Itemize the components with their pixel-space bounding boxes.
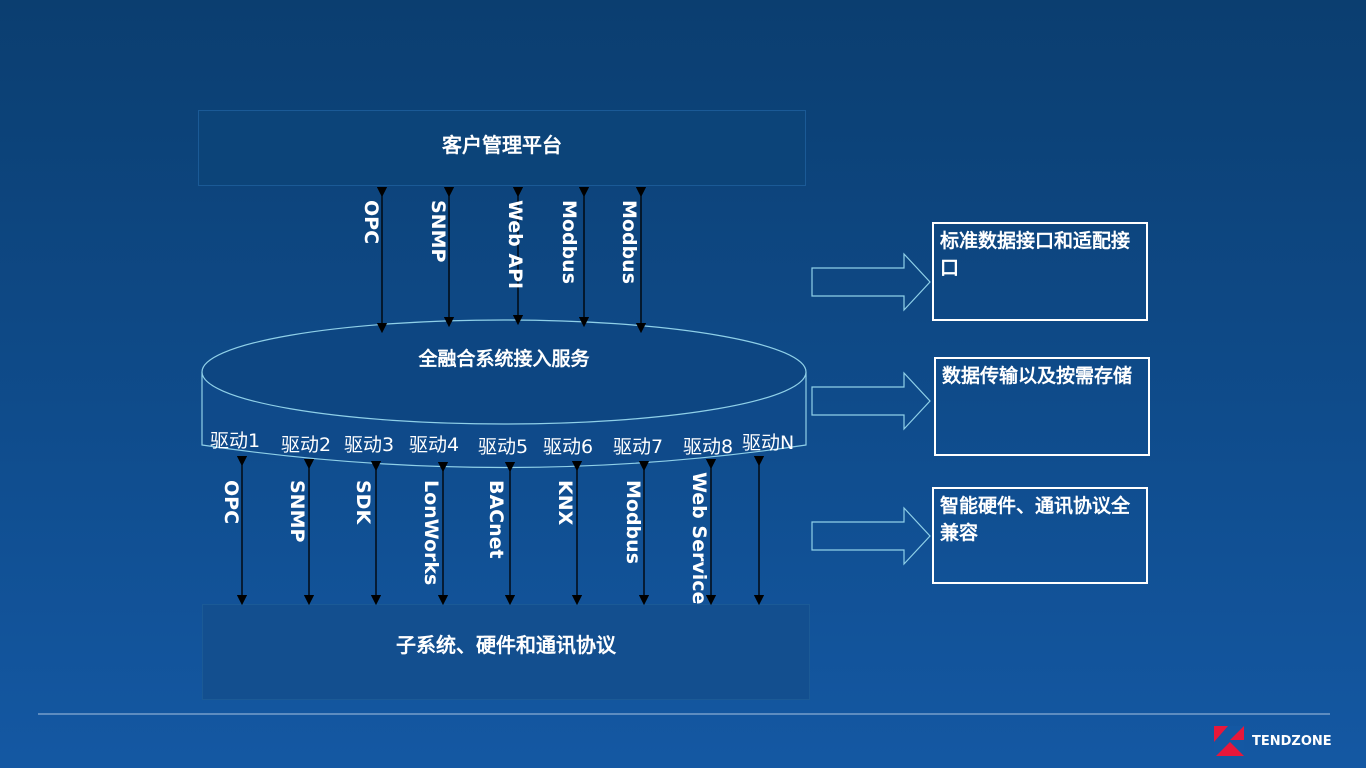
- right-arrow-3: [811, 506, 931, 566]
- top-protocol-label: Web API: [504, 200, 526, 290]
- bottom-box-title: 子系统、硬件和通讯协议: [396, 633, 616, 657]
- feature-text: 智能硬件、通讯协议全兼容: [940, 495, 1131, 544]
- bottom-protocol-label: Modbus: [622, 480, 644, 564]
- footer-divider: [38, 713, 1330, 715]
- feature-text: 标准数据接口和适配接口: [940, 230, 1131, 279]
- driver-label: 驱动3: [344, 434, 395, 456]
- bottom-protocol-label: Web Service: [688, 472, 710, 605]
- right-arrow-2: [811, 371, 931, 431]
- right-arrow-1: [811, 252, 931, 312]
- top-protocol-label: Modbus: [618, 200, 640, 284]
- bottom-protocol-label: KNX: [554, 480, 576, 526]
- access-service-title: 全融合系统接入服务: [418, 348, 590, 370]
- top-protocol-label: SNMP: [427, 200, 449, 263]
- top-box-title: 客户管理平台: [442, 133, 562, 157]
- cylinder-top: [201, 319, 807, 425]
- subsystems-box: 子系统、硬件和通讯协议: [202, 604, 810, 700]
- logo-text: TENDZONE: [1252, 733, 1332, 749]
- driver-label: 驱动8: [683, 436, 734, 458]
- driver-label: 驱动2: [281, 434, 332, 456]
- driver-label: 驱动7: [613, 436, 664, 458]
- driver-label: 驱动4: [409, 434, 460, 456]
- feature-text: 数据传输以及按需存储: [942, 365, 1133, 387]
- top-protocol-label: Modbus: [558, 200, 580, 284]
- driver-label: 驱动N: [742, 432, 795, 454]
- tendzone-logo: TENDZONE: [1214, 726, 1332, 756]
- feature-box: 数据传输以及按需存储: [934, 357, 1150, 456]
- top-protocol-label: OPC: [360, 200, 382, 245]
- driver-label: 驱动5: [478, 436, 529, 458]
- bottom-protocol-label: LonWorks: [420, 480, 442, 586]
- customer-management-platform-box: 客户管理平台: [198, 110, 806, 186]
- feature-box: 标准数据接口和适配接口: [932, 222, 1148, 321]
- driver-label: 驱动1: [210, 430, 261, 452]
- bottom-protocol-label: SDK: [352, 480, 374, 525]
- bottom-protocol-label: BACnet: [485, 480, 507, 559]
- bottom-protocol-label: SNMP: [286, 480, 308, 543]
- bottom-protocol-label: OPC: [220, 480, 242, 525]
- driver-label: 驱动6: [543, 436, 594, 458]
- logo-mark-icon: [1214, 726, 1244, 756]
- feature-box: 智能硬件、通讯协议全兼容: [932, 487, 1148, 584]
